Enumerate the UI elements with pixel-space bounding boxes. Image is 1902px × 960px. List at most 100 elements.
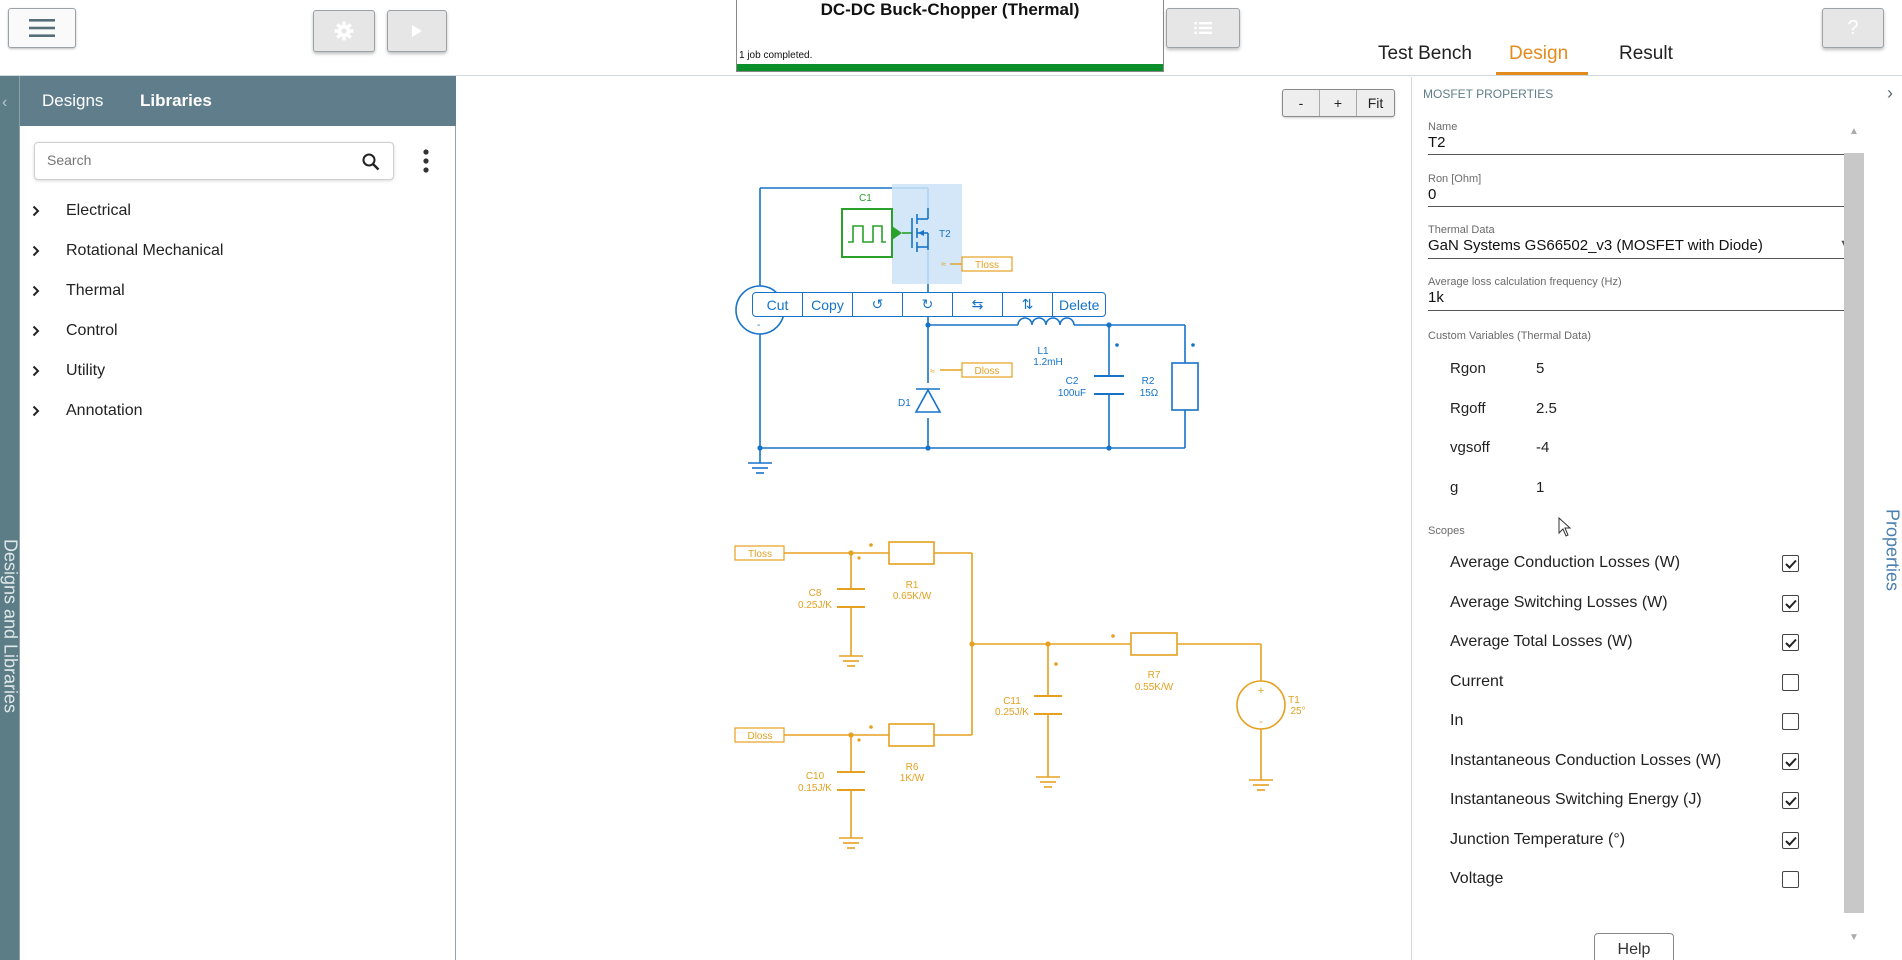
scope-checkbox[interactable] — [1782, 753, 1799, 770]
settings-button[interactable] — [313, 10, 375, 52]
custom-var-value[interactable]: 5 — [1536, 360, 1545, 377]
scope-checkbox[interactable] — [1782, 595, 1799, 612]
flip-vertical-button[interactable]: ⇅ — [1003, 293, 1053, 316]
thermal-dloss-label: Dloss — [747, 731, 772, 742]
c10-label: C10 — [806, 771, 825, 782]
library-thermal[interactable]: Thermal — [32, 277, 125, 305]
library-label: Utility — [66, 362, 106, 379]
custom-var-value[interactable]: -4 — [1536, 439, 1550, 456]
tab-result[interactable]: Result — [1619, 43, 1673, 64]
cut-button[interactable]: Cut — [753, 293, 803, 316]
thermal-resistor-r1 — [888, 541, 935, 565]
ground-icon — [748, 462, 772, 474]
run-simulation-button[interactable] — [387, 10, 447, 52]
schematic-drawing[interactable]: - C1 T2 ≈ Tloss L1 1.2mH D1 ≈ — [457, 77, 1410, 960]
scope-checkbox[interactable] — [1782, 871, 1799, 888]
rotate-right-button[interactable]: ↻ — [903, 293, 953, 316]
tab-test-bench[interactable]: Test Bench — [1378, 43, 1472, 64]
thermal-resistor-r6 — [888, 723, 935, 747]
name-value[interactable]: T2 — [1428, 134, 1446, 151]
scope-checkbox[interactable] — [1782, 832, 1799, 849]
thermal-dloss-tag — [734, 727, 785, 743]
scope-checkbox[interactable] — [1782, 674, 1799, 691]
collapse-right-icon[interactable]: › — [1887, 83, 1893, 103]
tab-designs[interactable]: Designs — [42, 91, 104, 110]
scope-label: Instantaneous Conduction Losses (W) — [1450, 752, 1722, 769]
tab-design[interactable]: Design — [1509, 43, 1569, 64]
zoom-out-button[interactable]: - — [1283, 90, 1320, 116]
library-annotation[interactable]: Annotation — [32, 397, 143, 425]
chevron-right-icon — [32, 325, 40, 337]
scroll-up-icon[interactable]: ▲ — [1849, 126, 1859, 137]
tloss-tag — [961, 256, 1013, 272]
job-progress-bar — [737, 64, 1163, 71]
custom-var-value[interactable]: 1 — [1536, 479, 1545, 496]
help-button[interactable]: ? — [1822, 8, 1884, 48]
search-icon[interactable] — [361, 152, 381, 172]
l1-value: 1.2mH — [1033, 357, 1062, 368]
rotate-left-button[interactable]: ↺ — [853, 293, 903, 316]
properties-strip-label: Properties — [1882, 508, 1902, 592]
thermal-data-select[interactable]: Thermal Data GaN Systems GS66502_v3 (MOS… — [1428, 224, 1850, 259]
copy-button[interactable]: Copy — [803, 293, 853, 316]
library-label: Annotation — [66, 402, 143, 419]
scope-label: Instantaneous Switching Energy (J) — [1450, 791, 1702, 808]
avg-frequency-label: Average loss calculation frequency (Hz) — [1428, 276, 1622, 288]
more-options-icon[interactable] — [416, 148, 436, 174]
r7-value: 0.55K/W — [1135, 682, 1174, 693]
tab-libraries[interactable]: Libraries — [140, 91, 212, 110]
c11-value: 0.25J/K — [995, 707, 1029, 718]
library-rotational-mechanical[interactable]: Rotational Mechanical — [32, 237, 223, 265]
chevron-right-icon — [32, 245, 40, 257]
zoom-in-button[interactable]: + — [1320, 90, 1357, 116]
d1-label: D1 — [898, 398, 911, 409]
properties-strip[interactable]: › Properties — [1882, 77, 1902, 960]
r2-value: 15Ω — [1140, 388, 1159, 399]
properties-scrollbar[interactable] — [1844, 153, 1864, 913]
properties-help-button[interactable]: Help — [1594, 933, 1674, 960]
library-panel: Electrical Rotational Mechanical Thermal… — [20, 126, 456, 960]
custom-var-value[interactable]: 2.5 — [1536, 400, 1557, 417]
c2-label: C2 — [1066, 376, 1079, 387]
name-label: Name — [1428, 121, 1458, 133]
r1-value: 0.65K/W — [893, 591, 932, 602]
scope-checkbox[interactable] — [1782, 792, 1799, 809]
search-input[interactable] — [47, 152, 347, 168]
job-title: DC-DC Buck-Chopper (Thermal) — [820, 0, 1080, 19]
job-list-button[interactable] — [1166, 8, 1240, 48]
t2-label: T2 — [939, 229, 951, 240]
library-control[interactable]: Control — [32, 317, 118, 345]
delete-button[interactable]: Delete — [1059, 296, 1100, 313]
designs-libraries-strip[interactable]: ‹ Designs and Libraries — [0, 76, 21, 960]
flip-horizontal-button[interactable]: ⇆ — [953, 293, 1003, 316]
ron-field[interactable]: Ron [Ohm] 0 — [1428, 173, 1850, 207]
context-toolbar: Cut Copy ↺ ↻ ⇆ ⇅ Delete — [752, 292, 1107, 317]
play-icon — [412, 25, 422, 37]
gear-icon — [334, 21, 354, 41]
scroll-down-icon[interactable]: ▼ — [1849, 932, 1859, 943]
scope-label: Voltage — [1450, 870, 1504, 887]
tloss-tag-label: Tloss — [975, 260, 999, 271]
job-status-panel[interactable]: DC-DC Buck-Chopper (Thermal) 1 job compl… — [736, 0, 1164, 72]
scope-label: Average Total Losses (W) — [1450, 633, 1633, 650]
library-search — [34, 142, 394, 180]
t1-value: 25° — [1290, 706, 1305, 717]
temperature-source-symbol — [1236, 680, 1286, 730]
library-electrical[interactable]: Electrical — [32, 197, 131, 225]
library-utility[interactable]: Utility — [32, 357, 105, 385]
library-label: Rotational Mechanical — [66, 242, 224, 259]
diode-symbol — [914, 388, 942, 413]
collapse-left-icon[interactable]: ‹ — [2, 94, 8, 111]
hamburger-icon — [29, 19, 55, 37]
ron-value[interactable]: 0 — [1428, 186, 1437, 203]
checkmark-icon — [1784, 599, 1797, 609]
scope-checkbox[interactable] — [1782, 713, 1799, 730]
zoom-fit-button[interactable]: Fit — [1367, 95, 1384, 111]
scope-checkbox[interactable] — [1782, 634, 1799, 651]
schematic-canvas[interactable]: - + Fit — [457, 77, 1410, 960]
avg-frequency-value[interactable]: 1k — [1428, 289, 1444, 306]
menu-button[interactable] — [8, 8, 76, 48]
scope-checkbox[interactable] — [1782, 555, 1799, 572]
avg-frequency-field[interactable]: Average loss calculation frequency (Hz) … — [1428, 276, 1850, 311]
name-field[interactable]: Name T2 — [1428, 121, 1850, 155]
